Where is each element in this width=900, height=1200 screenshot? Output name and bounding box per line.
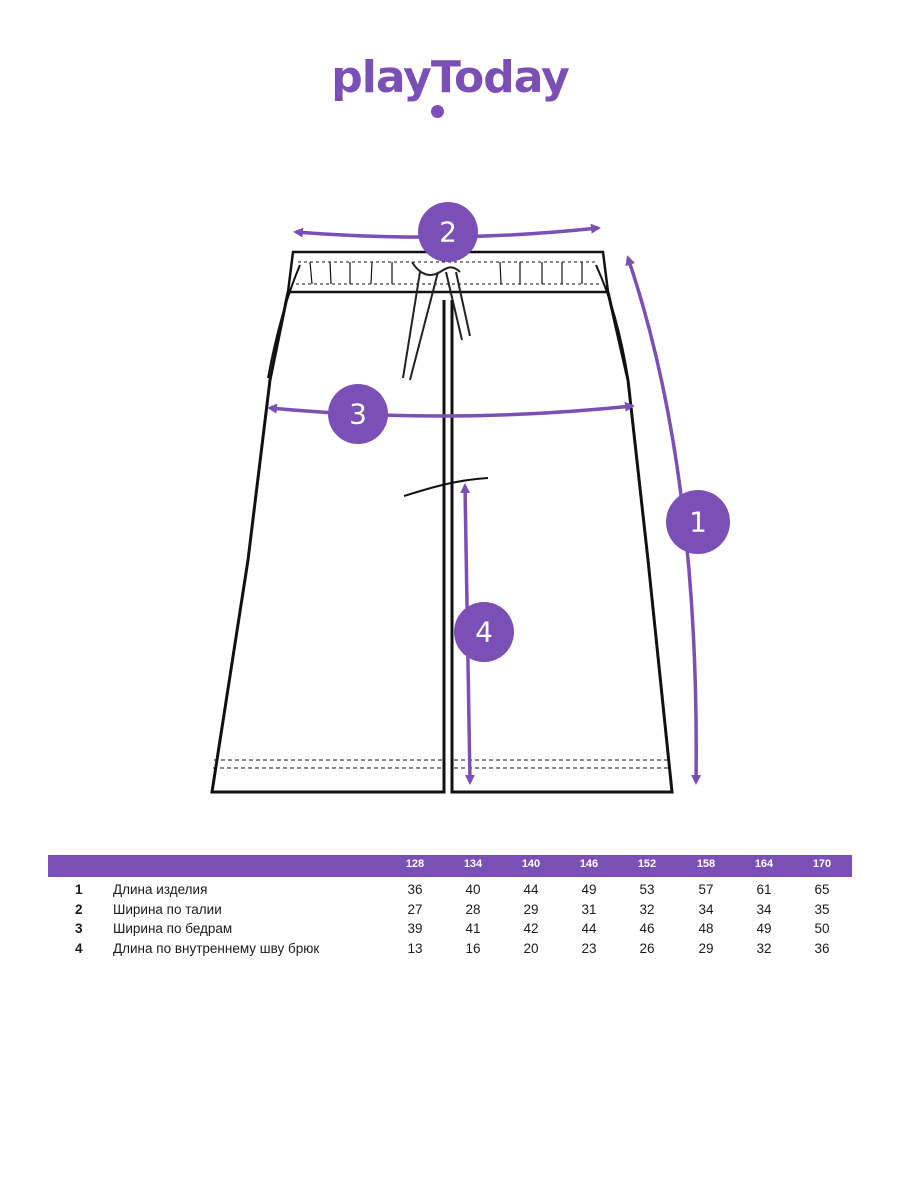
table-cell: 39 (407, 921, 423, 936)
row-number: 1 (75, 882, 83, 897)
row-label: Длина изделия (113, 882, 208, 897)
table-cell: 13 (407, 940, 423, 956)
table-cell: 20 (523, 940, 539, 956)
table-cell: 32 (756, 940, 772, 956)
table-cell: 28 (465, 901, 481, 917)
size-header-cell: 152 (637, 858, 657, 870)
row-number: 2 (75, 901, 83, 917)
row-label: Длина по внутреннему шву брюк (113, 940, 320, 956)
size-header-row: 128 134 140 146 152 158 164 170 (48, 855, 852, 877)
size-header-cell: 140 (521, 858, 541, 870)
table-cell: 42 (523, 921, 539, 936)
table-cell: 26 (639, 940, 655, 956)
shorts-measurement-diagram: 2 3 1 4 (210, 202, 730, 794)
table-cell: 61 (756, 882, 772, 897)
table-row: 4 Длина по внутреннему шву брюк 13 16 20 23 26… (48, 938, 852, 958)
drawstring (402, 261, 471, 381)
size-header-cell: 146 (579, 858, 599, 870)
table-cell: 16 (465, 940, 481, 956)
size-header-cell: 164 (754, 858, 774, 870)
table-cell: 40 (465, 882, 481, 897)
row-number: 3 (75, 921, 83, 936)
table-cell: 53 (639, 882, 655, 897)
marker-1-label: 1 (689, 506, 707, 539)
table-row: 1 Длина изделия 36 40 44 49 53 57 61 65 (48, 879, 852, 899)
logo-dot-icon (431, 105, 444, 118)
measure-waist-width: 2 (293, 202, 601, 262)
table-cell: 49 (756, 921, 772, 936)
table-cell: 65 (814, 882, 830, 897)
table-row: 2 Ширина по талии 27 28 29 31 32 34 34 35 (48, 899, 852, 919)
size-header-cell: 128 (405, 858, 425, 870)
table-cell: 46 (639, 921, 655, 936)
marker-4-label: 4 (475, 616, 493, 649)
table-cell: 34 (756, 901, 772, 917)
measure-inseam-length: 4 (454, 483, 514, 785)
table-cell: 41 (465, 921, 481, 936)
measure-total-length: 1 (625, 255, 730, 785)
table-cell: 27 (407, 901, 423, 917)
table-cell: 35 (814, 901, 830, 917)
measure-hip-width: 3 (267, 384, 635, 444)
table-cell: 29 (698, 940, 714, 956)
table-row: 3 Ширина по бедрам 39 41 42 44 46 48 49 50 (48, 918, 852, 938)
marker-2-label: 2 (439, 216, 457, 249)
table-cell: 29 (523, 901, 539, 917)
table-cell: 34 (698, 901, 714, 917)
row-label: Ширина по талии (113, 901, 222, 917)
size-header-cell: 158 (696, 858, 716, 870)
marker-3-label: 3 (349, 398, 367, 431)
table-cell: 49 (581, 882, 597, 897)
table-cell: 36 (407, 882, 423, 897)
shorts-outline (210, 264, 674, 794)
table-cell: 57 (698, 882, 714, 897)
size-header-cell: 134 (463, 858, 483, 870)
size-header-cell: 170 (812, 858, 832, 870)
table-cell: 50 (814, 921, 830, 936)
row-label: Ширина по бедрам (113, 921, 233, 936)
table-cell: 44 (581, 921, 597, 936)
row-number: 4 (75, 940, 83, 956)
table-cell: 23 (581, 940, 597, 956)
table-cell: 44 (523, 882, 539, 897)
table-cell: 31 (581, 901, 597, 917)
table-cell: 36 (814, 940, 830, 956)
brand-logo: playToday (331, 52, 570, 103)
table-cell: 32 (639, 901, 655, 917)
table-cell: 48 (698, 921, 714, 936)
